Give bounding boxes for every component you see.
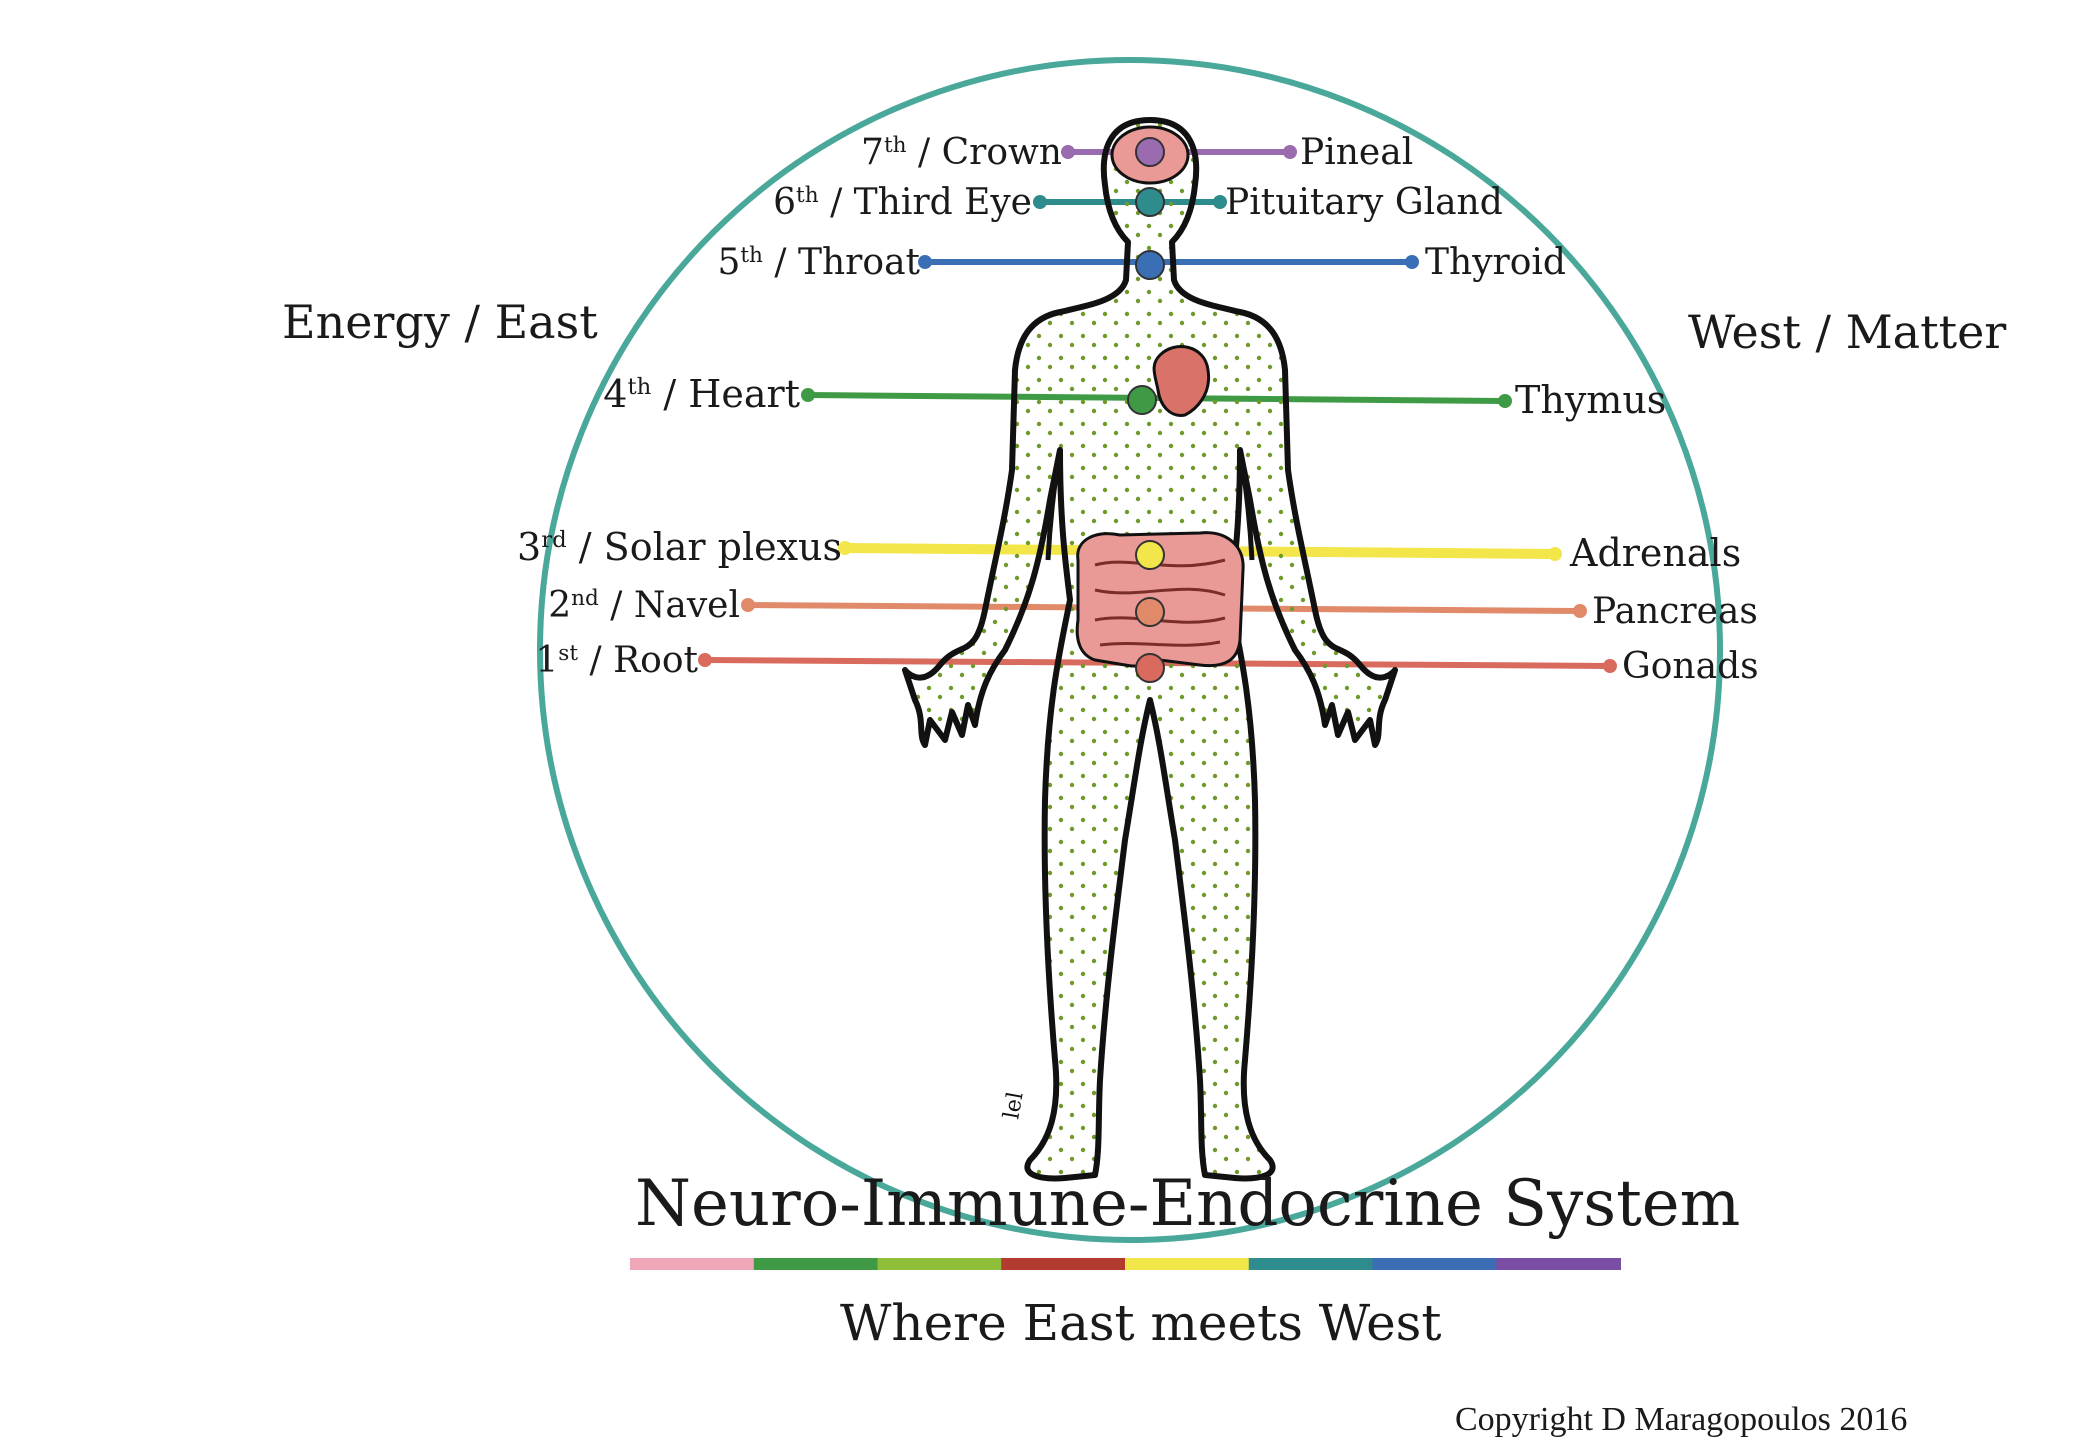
spectrum-segment [1372, 1258, 1498, 1270]
chakra-ordinal-suffix: st [558, 641, 578, 666]
crown-gland-endpoint [1283, 145, 1297, 159]
throat-chakra-endpoint [918, 255, 932, 269]
spectrum-segment [877, 1258, 1003, 1270]
chakra-ordinal-suffix: th [796, 183, 819, 208]
energy-east-label: Energy / East [282, 295, 598, 349]
spectrum-segment [753, 1258, 879, 1270]
copyright-notice: Copyright D Maragopoulos 2016 [1455, 1401, 1907, 1438]
throat-gland-label: Thyroid [1425, 242, 1566, 283]
third-eye-chakra-point [1135, 187, 1165, 217]
crown-gland-label: Pineal [1300, 132, 1413, 173]
page-title: Neuro-Immune-Endocrine System [635, 1167, 1740, 1241]
chakra-number: 6 [773, 182, 796, 223]
spectrum-segment [1125, 1258, 1250, 1270]
root-gland-label: Gonads [1622, 646, 1759, 687]
root-chakra-point [1135, 653, 1165, 683]
heart-organ [1152, 345, 1211, 417]
color-spectrum-bar [630, 1258, 1621, 1270]
third-eye-chakra-label: 6th / Third Eye [773, 182, 1032, 223]
chakra-name: / Crown [907, 132, 1062, 173]
spectrum-segment [630, 1258, 755, 1270]
solar-plexus-gland-label: Adrenals [1569, 531, 1741, 575]
solar-plexus-chakra-label: 3rd / Solar plexus [517, 525, 842, 569]
chakra-name: / Navel [599, 585, 740, 626]
third-eye-gland-label: Pituitary Gland [1225, 182, 1503, 223]
heart-gland-endpoint [1498, 394, 1512, 408]
crown-chakra-point [1135, 137, 1165, 167]
chakra-number: 5 [717, 242, 740, 283]
outer-circle [537, 57, 1723, 1243]
chakra-name: / Heart [651, 372, 800, 416]
chakra-points [1127, 137, 1165, 683]
throat-gland-endpoint [1405, 255, 1419, 269]
chakra-ordinal-suffix: th [627, 374, 651, 400]
root-gland-endpoint [1603, 659, 1617, 673]
chakra-name: / Solar plexus [567, 525, 842, 569]
spectrum-segment [1496, 1258, 1621, 1270]
navel-gland-endpoint [1573, 604, 1587, 618]
chakra-ordinal-suffix: rd [541, 527, 567, 553]
chakra-number: 3 [517, 525, 541, 569]
crown-chakra-endpoint [1061, 145, 1075, 159]
heart-chakra-endpoint [801, 388, 815, 402]
chakra-number: 2 [548, 585, 571, 626]
chakra-number: 1 [535, 640, 558, 681]
spectrum-segment [1001, 1258, 1126, 1270]
heart-gland-label: Thymus [1515, 378, 1666, 422]
root-chakra-endpoint [698, 653, 712, 667]
west-matter-label: West / Matter [1688, 305, 2006, 359]
chakra-ordinal-suffix: th [740, 243, 763, 268]
throat-chakra-label: 5th / Throat [717, 242, 920, 283]
third-eye-chakra-endpoint [1033, 195, 1047, 209]
chakra-name: / Third Eye [819, 182, 1032, 223]
artist-initials: lel [999, 1090, 1028, 1121]
throat-chakra-point [1135, 250, 1165, 280]
solar-plexus-chakra-endpoint [838, 541, 852, 555]
navel-chakra-label: 2nd / Navel [548, 585, 740, 626]
navel-chakra-point [1135, 597, 1165, 627]
chakra-ordinal-suffix: nd [571, 586, 599, 611]
chakra-name: / Throat [763, 242, 921, 283]
solar-plexus-gland-endpoint [1548, 547, 1562, 561]
third-eye-gland-endpoint [1213, 195, 1227, 209]
chakra-name: / Root [578, 640, 698, 681]
spectrum-segment [1248, 1258, 1374, 1270]
solar-plexus-chakra-point [1135, 540, 1165, 570]
heart-chakra-point [1127, 385, 1157, 415]
subtitle: Where East meets West [840, 1294, 1441, 1352]
chakra-ordinal-suffix: th [884, 133, 907, 158]
chakra-number: 4 [603, 372, 627, 416]
human-body [902, 117, 1398, 1182]
heart-chakra-label: 4th / Heart [603, 372, 800, 416]
crown-chakra-label: 7th / Crown [861, 132, 1062, 173]
navel-chakra-endpoint [741, 598, 755, 612]
root-chakra-label: 1st / Root [535, 640, 698, 681]
navel-gland-label: Pancreas [1592, 591, 1758, 632]
chakra-number: 7 [861, 132, 884, 173]
